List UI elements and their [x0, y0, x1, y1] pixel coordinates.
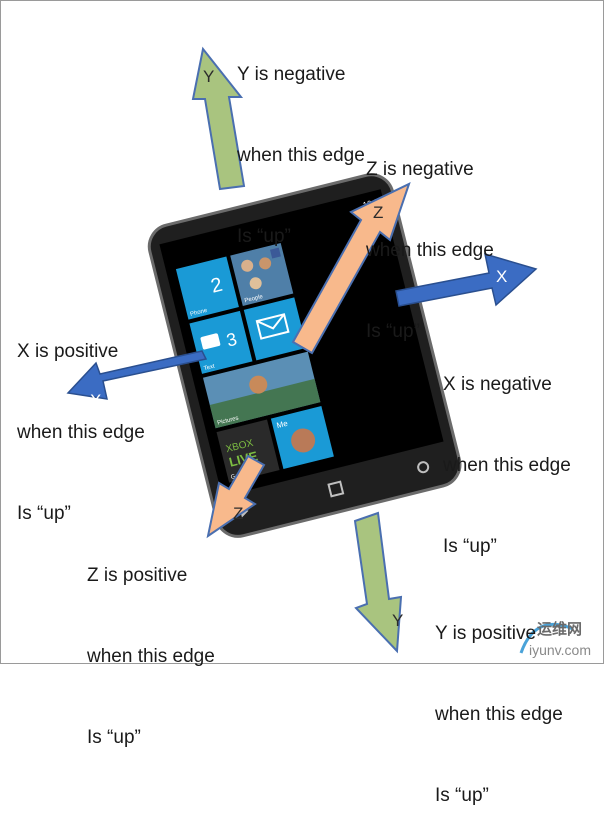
diagram-canvas: Y 12:38 2 Phone People 3 Text Pictures X…: [0, 0, 604, 806]
tile-text-label: Text: [203, 364, 215, 373]
watermark-domain: iyunv.com: [529, 642, 591, 658]
y-positive-arrow: Y: [353, 511, 403, 654]
x-positive-arrow: X: [66, 350, 208, 410]
x-left-letter: X: [90, 391, 101, 410]
tile-phone-count: 2: [209, 274, 225, 298]
child-photo: [249, 375, 268, 394]
person-photo: [241, 259, 254, 272]
z-negative-label: Z is negative when this edge Is “up”: [366, 159, 494, 342]
mail-icon: [255, 313, 290, 340]
y-up-letter: Y: [203, 67, 214, 86]
y-down-letter: Y: [392, 611, 403, 630]
facebook-icon: [270, 247, 281, 259]
x-positive-label: X is positive when this edge Is “up”: [17, 341, 145, 524]
watermark: 运维网 iyunv.com: [519, 620, 591, 658]
person-photo: [249, 277, 262, 290]
y-positive-label: Y is positive when this edge Is “up”: [435, 623, 563, 806]
y-negative-label: Y is negative when this edge Is “up”: [237, 64, 365, 247]
x-negative-arrow: X: [395, 252, 538, 307]
watermark-cn: 运维网: [537, 620, 582, 638]
person-photo: [259, 257, 272, 270]
y-negative-arrow: Y: [191, 46, 246, 191]
watermark-logo-icon: [519, 623, 574, 654]
accelerometer-diagram: Y 12:38 2 Phone People 3 Text Pictures X…: [66, 46, 591, 658]
z-down-letter: Z: [233, 504, 243, 523]
tile-pictures-label: Pictures: [217, 415, 239, 426]
tile-phone[interactable]: [175, 256, 239, 320]
message-icon: [200, 333, 221, 350]
windows-icon[interactable]: [327, 480, 345, 498]
x-right-letter: X: [496, 267, 507, 286]
z-positive-arrow: Z: [206, 454, 266, 539]
z-up-letter: Z: [373, 203, 383, 222]
me-photo: [291, 428, 316, 453]
z-negative-arrow: Z: [291, 182, 411, 355]
tile-phone-label: Phone: [190, 308, 209, 318]
tile-mail[interactable]: [243, 297, 307, 361]
x-negative-label: X is negative when this edge Is “up”: [443, 374, 571, 557]
z-positive-label: Z is positive when this edge Is “up”: [87, 565, 215, 748]
tile-people-label: People: [244, 294, 264, 305]
tile-me-label: Me: [276, 419, 289, 431]
tile-text-count: 3: [224, 329, 239, 351]
search-icon[interactable]: [417, 461, 430, 474]
tile-people[interactable]: [230, 243, 294, 307]
